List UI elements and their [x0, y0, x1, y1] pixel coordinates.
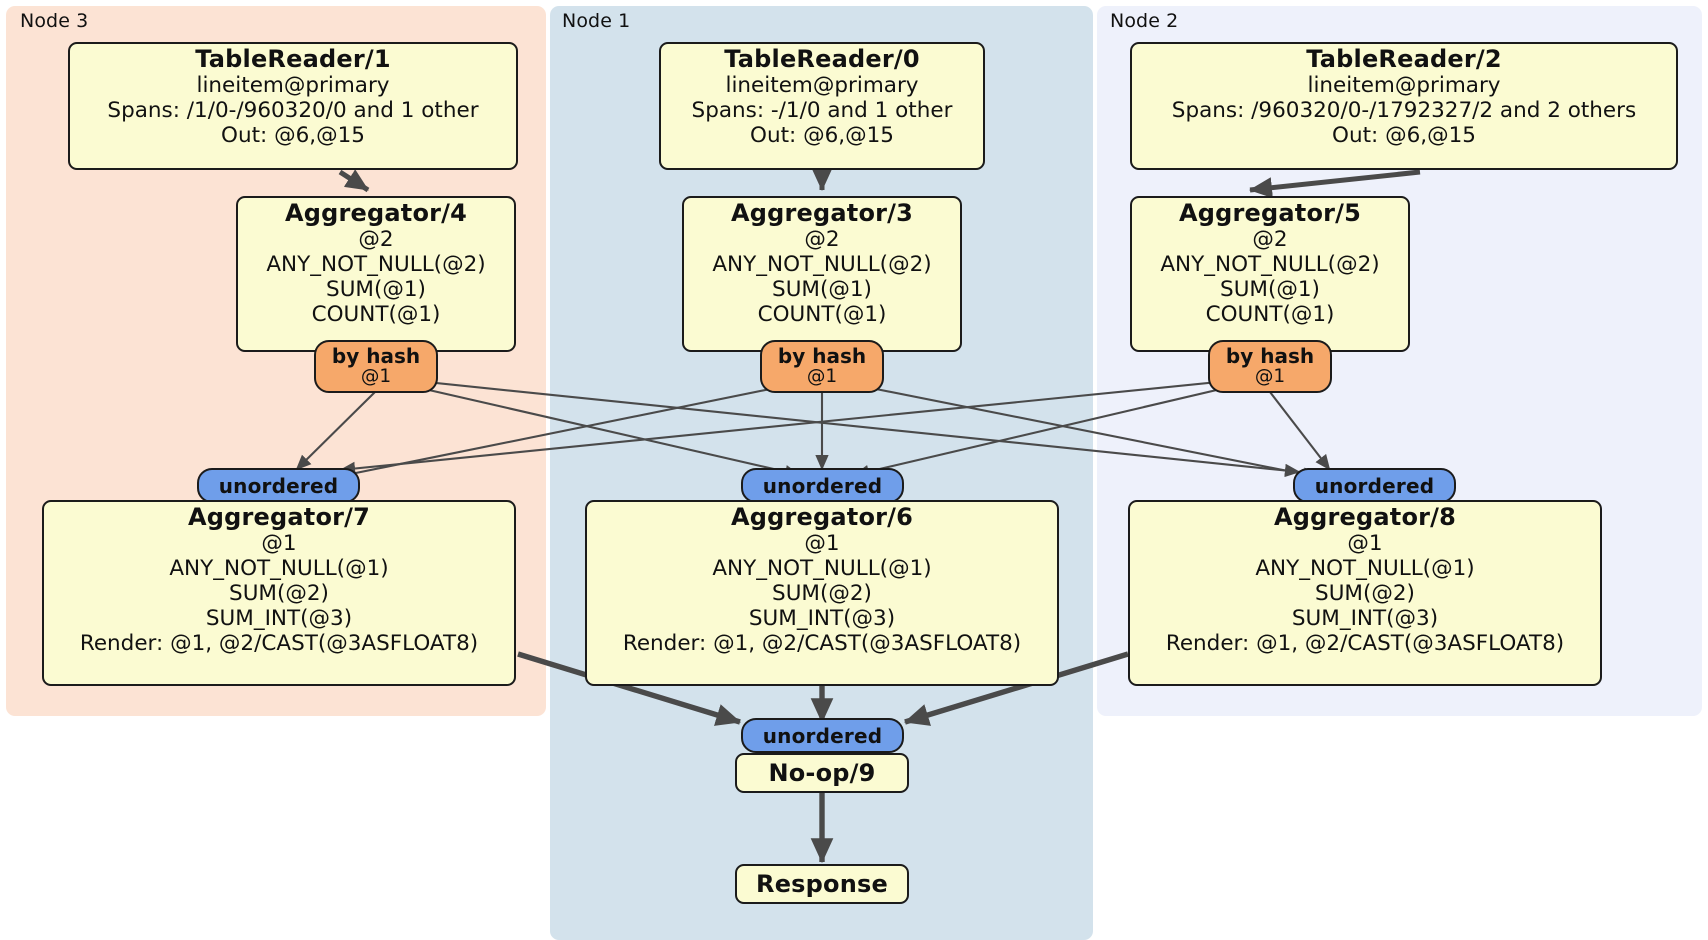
processor-title: TableReader/2 — [1306, 45, 1502, 73]
processor-detail: SUM_INT(@3) — [748, 606, 896, 632]
processor-title: Aggregator/5 — [1178, 199, 1362, 227]
router-label: unordered — [762, 723, 883, 748]
processor-aggregator-7[interactable]: Aggregator/7 @1 ANY_NOT_NULL(@1) SUM(@2)… — [42, 500, 516, 686]
processor-detail: Out: @6,@15 — [1332, 123, 1476, 149]
router-unordered-right[interactable]: unordered — [1293, 468, 1456, 503]
processor-detail: Spans: /960320/0-/1792327/2 and 2 others — [1171, 98, 1637, 124]
processor-detail: @2 — [358, 226, 394, 252]
processor-detail: @1 — [804, 530, 840, 556]
panel-node-1-label: Node 1 — [562, 10, 631, 32]
processor-detail: lineitem@primary — [1307, 72, 1501, 98]
router-column: @1 — [806, 365, 838, 387]
router-unordered-final[interactable]: unordered — [741, 718, 904, 753]
processor-aggregator-4[interactable]: Aggregator/4 @2 ANY_NOT_NULL(@2) SUM(@1)… — [236, 196, 516, 352]
router-label: unordered — [1314, 473, 1435, 498]
router-by-hash-mid[interactable]: by hash @1 — [760, 340, 884, 393]
processor-detail: @1 — [261, 530, 297, 556]
processor-title: Aggregator/3 — [730, 199, 914, 227]
processor-detail: SUM(@1) — [772, 277, 872, 303]
processor-title: Aggregator/4 — [284, 199, 468, 227]
processor-title: TableReader/1 — [195, 45, 391, 73]
processor-detail: ANY_NOT_NULL(@1) — [712, 556, 932, 582]
router-by-hash-right[interactable]: by hash @1 — [1208, 340, 1332, 393]
router-label: by hash — [777, 343, 867, 368]
processor-table-reader-2[interactable]: TableReader/2 lineitem@primary Spans: /9… — [1130, 42, 1678, 170]
processor-detail: ANY_NOT_NULL(@1) — [169, 556, 389, 582]
processor-title: Aggregator/6 — [730, 503, 914, 531]
processor-aggregator-5[interactable]: Aggregator/5 @2 ANY_NOT_NULL(@2) SUM(@1)… — [1130, 196, 1410, 352]
processor-detail: Render: @1, @2/CAST(@3ASFLOAT8) — [79, 631, 479, 657]
processor-detail: Spans: /1/0-/960320/0 and 1 other — [107, 98, 479, 124]
processor-aggregator-3[interactable]: Aggregator/3 @2 ANY_NOT_NULL(@2) SUM(@1)… — [682, 196, 962, 352]
router-label: by hash — [1225, 343, 1315, 368]
processor-title: Aggregator/7 — [187, 503, 371, 531]
processor-detail: @1 — [1347, 530, 1383, 556]
router-column: @1 — [1254, 365, 1286, 387]
processor-detail: Render: @1, @2/CAST(@3ASFLOAT8) — [1165, 631, 1565, 657]
processor-table-reader-1[interactable]: TableReader/1 lineitem@primary Spans: /1… — [68, 42, 518, 170]
panel-node-2-label: Node 2 — [1110, 10, 1179, 32]
processor-detail: SUM(@2) — [229, 581, 329, 607]
processor-detail: lineitem@primary — [196, 72, 390, 98]
processor-detail: Render: @1, @2/CAST(@3ASFLOAT8) — [622, 631, 1022, 657]
processor-detail: ANY_NOT_NULL(@1) — [1255, 556, 1475, 582]
processor-detail: SUM(@1) — [1220, 277, 1320, 303]
processor-detail: ANY_NOT_NULL(@2) — [266, 252, 486, 278]
processor-detail: Out: @6,@15 — [750, 123, 894, 149]
processor-title: TableReader/0 — [724, 45, 920, 73]
router-label: unordered — [218, 473, 339, 498]
processor-detail: COUNT(@1) — [311, 302, 441, 328]
router-unordered-mid[interactable]: unordered — [741, 468, 904, 503]
processor-aggregator-8[interactable]: Aggregator/8 @1 ANY_NOT_NULL(@1) SUM(@2)… — [1128, 500, 1602, 686]
processor-detail: COUNT(@1) — [757, 302, 887, 328]
processor-detail: SUM(@2) — [772, 581, 872, 607]
processor-detail: @2 — [804, 226, 840, 252]
processor-detail: SUM(@1) — [326, 277, 426, 303]
router-column: @1 — [360, 365, 392, 387]
processor-response[interactable]: Response — [735, 864, 909, 904]
processor-table-reader-0[interactable]: TableReader/0 lineitem@primary Spans: -/… — [659, 42, 985, 170]
processor-detail: SUM_INT(@3) — [205, 606, 353, 632]
processor-detail: Out: @6,@15 — [221, 123, 365, 149]
processor-detail: @2 — [1252, 226, 1288, 252]
processor-detail: ANY_NOT_NULL(@2) — [1160, 252, 1380, 278]
processor-detail: Spans: -/1/0 and 1 other — [691, 98, 953, 124]
processor-detail: SUM(@2) — [1315, 581, 1415, 607]
processor-detail: ANY_NOT_NULL(@2) — [712, 252, 932, 278]
processor-detail: lineitem@primary — [725, 72, 919, 98]
processor-aggregator-6[interactable]: Aggregator/6 @1 ANY_NOT_NULL(@1) SUM(@2)… — [585, 500, 1059, 686]
processor-no-op-9[interactable]: No-op/9 — [735, 753, 909, 793]
panel-node-3-label: Node 3 — [20, 10, 89, 32]
router-unordered-left[interactable]: unordered — [197, 468, 360, 503]
processor-detail: COUNT(@1) — [1205, 302, 1335, 328]
router-label: by hash — [331, 343, 421, 368]
processor-detail: SUM_INT(@3) — [1291, 606, 1439, 632]
router-by-hash-left[interactable]: by hash @1 — [314, 340, 438, 393]
processor-title: Aggregator/8 — [1273, 503, 1457, 531]
router-label: unordered — [762, 473, 883, 498]
